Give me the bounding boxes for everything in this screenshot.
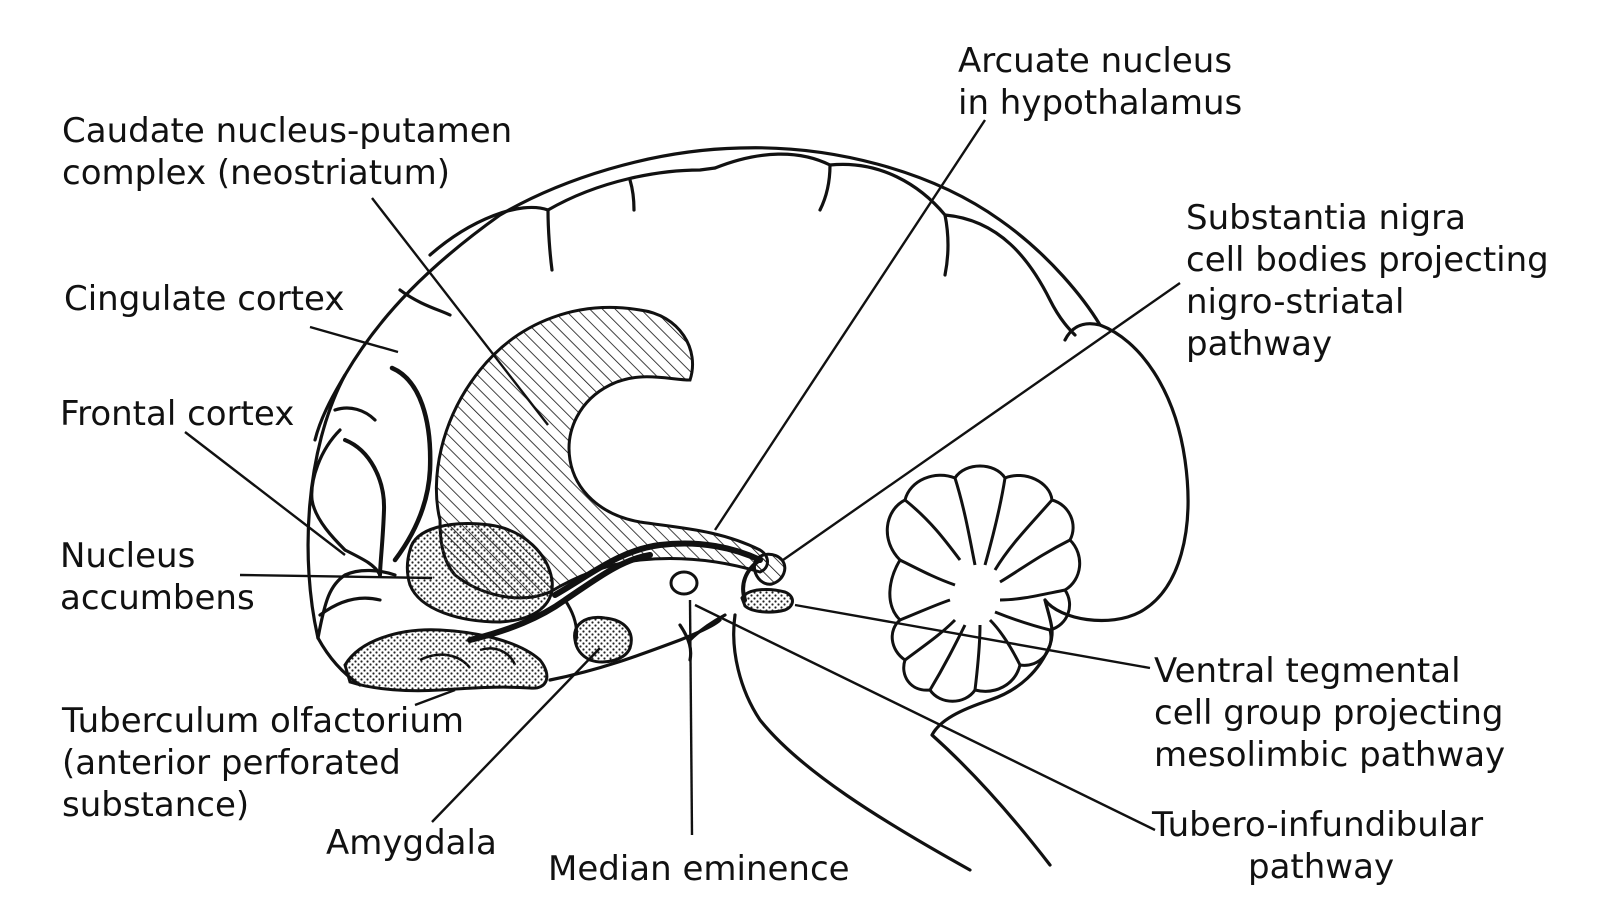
- label-line: Arcuate nucleus: [958, 41, 1233, 81]
- label-median-eminence: Median eminence: [548, 848, 850, 890]
- label-line: Tuberculum olfactorium: [62, 701, 465, 741]
- label-line: nigro-striatal: [1186, 282, 1405, 322]
- label-line: Frontal cortex: [60, 394, 295, 434]
- label-line: mesolimbic pathway: [1154, 735, 1506, 775]
- nucleus-accumbens-shape: [405, 522, 554, 624]
- hemisphere-outline: [306, 146, 1190, 640]
- label-line: (anterior perforated: [62, 743, 401, 783]
- label-line: accumbens: [60, 578, 255, 618]
- label-line: pathway: [1186, 324, 1333, 364]
- label-line: complex (neostriatum): [62, 153, 450, 193]
- label-line: cell bodies projecting: [1186, 240, 1549, 280]
- leader-lines: [184, 119, 1181, 836]
- label-line: substance): [62, 785, 250, 825]
- label-line: Median eminence: [548, 849, 850, 889]
- label-nucleus-accumbens: Nucleus accumbens: [60, 535, 255, 619]
- label-frontal-cortex: Frontal cortex: [60, 393, 294, 435]
- label-line: Ventral tegmental: [1154, 651, 1461, 691]
- ventral-tegmental-shape: [740, 588, 794, 614]
- neostriatum-shape: [434, 306, 769, 600]
- tuberculum-shape: [343, 628, 549, 693]
- label-substantia-nigra: Substantia nigra cell bodies projecting …: [1186, 197, 1549, 365]
- label-caudate-putamen: Caudate nucleus-putamen complex (neostri…: [62, 110, 512, 194]
- label-tubero-infundibular: Tubero-infundibular pathway: [1152, 804, 1483, 888]
- label-line: Tubero-infundibular: [1152, 805, 1484, 845]
- label-line: Nucleus: [60, 536, 196, 576]
- label-line: Caudate nucleus-putamen: [62, 111, 513, 151]
- label-amygdala: Amygdala: [326, 822, 497, 864]
- label-line: Substantia nigra: [1186, 198, 1466, 238]
- label-ventral-tegmental: Ventral tegmental cell group projecting …: [1154, 650, 1505, 776]
- label-arcuate-nucleus: Arcuate nucleus in hypothalamus: [958, 40, 1242, 124]
- label-cingulate-cortex: Cingulate cortex: [64, 278, 344, 320]
- arcuate-nucleus-oval: [669, 570, 699, 596]
- label-line: pathway: [1248, 847, 1395, 887]
- amygdala-shape: [573, 615, 633, 664]
- label-line: Amygdala: [326, 823, 497, 863]
- label-tuberculum-olfactorium: Tuberculum olfactorium (anterior perfora…: [62, 700, 464, 826]
- label-line: cell group projecting: [1154, 693, 1504, 733]
- cerebellum-drawing: [885, 464, 1082, 703]
- label-line: Cingulate cortex: [64, 279, 345, 319]
- label-line: in hypothalamus: [958, 83, 1243, 123]
